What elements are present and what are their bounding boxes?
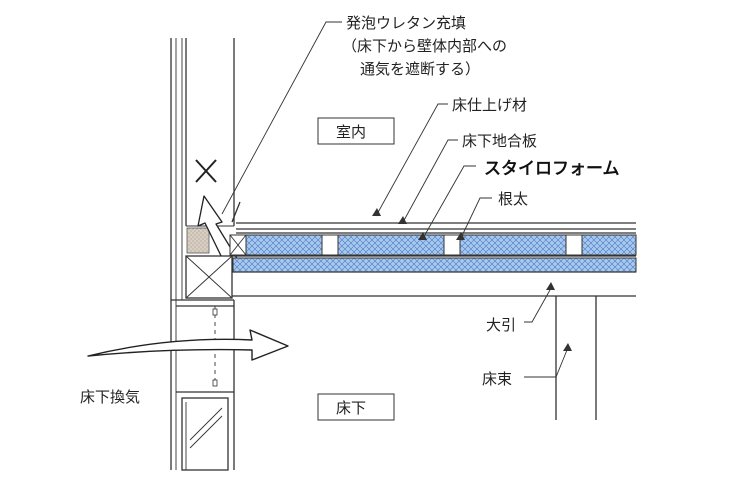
cross-mark-icon bbox=[195, 159, 217, 183]
urethane-label: 発泡ウレタン充填 bbox=[346, 14, 466, 32]
joist bbox=[565, 234, 583, 256]
styrofoam-lower bbox=[232, 257, 637, 273]
beam-label: 大引 bbox=[486, 316, 516, 334]
room-label: 室内 bbox=[336, 123, 366, 141]
styrofoam-label: スタイロフォーム bbox=[484, 159, 620, 179]
urethane-note-line1: （床下から壁体内部への bbox=[342, 37, 507, 55]
post-label: 床束 bbox=[482, 370, 512, 388]
joists bbox=[229, 234, 583, 256]
finish-label: 床仕上げ材 bbox=[452, 96, 527, 114]
beam-lines bbox=[232, 271, 636, 297]
room-label-box bbox=[317, 117, 395, 145]
sill-beam bbox=[185, 255, 233, 299]
subfloor-label: 床下地合板 bbox=[462, 132, 537, 150]
underfloor-label: 床下 bbox=[336, 399, 366, 417]
vent-label: 床下換気 bbox=[80, 388, 140, 406]
urethane-foam-fill bbox=[186, 227, 210, 254]
joist bbox=[321, 234, 339, 256]
leader-urethane-tail bbox=[231, 201, 241, 223]
underfloor-label-box bbox=[317, 393, 395, 421]
leader-lines bbox=[221, 21, 572, 378]
urethane-note-line2: 通気を遮断する） bbox=[360, 60, 480, 78]
joist-label: 根太 bbox=[498, 190, 528, 208]
floor-post bbox=[555, 296, 597, 420]
foundation bbox=[170, 299, 235, 471]
floor-finish-layer bbox=[236, 222, 636, 230]
ventilation-arrow bbox=[87, 329, 289, 361]
wall-upper bbox=[170, 38, 235, 300]
